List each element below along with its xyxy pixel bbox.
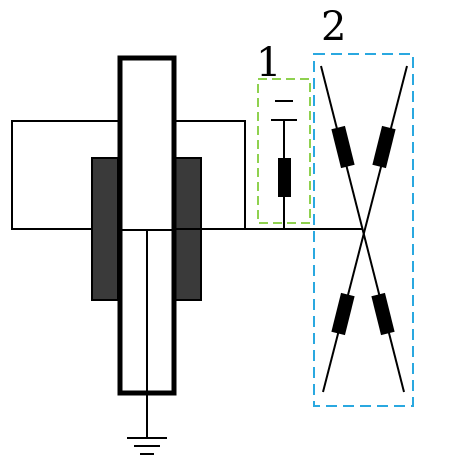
left-electrode <box>91 157 119 301</box>
component-1-resistor-branch <box>271 100 297 229</box>
component-2-cross-resistors <box>320 65 408 393</box>
component-2-box <box>313 53 414 407</box>
ground-symbol <box>127 393 167 455</box>
label-2: 2 <box>321 4 346 50</box>
label-1: 1 <box>256 40 281 86</box>
